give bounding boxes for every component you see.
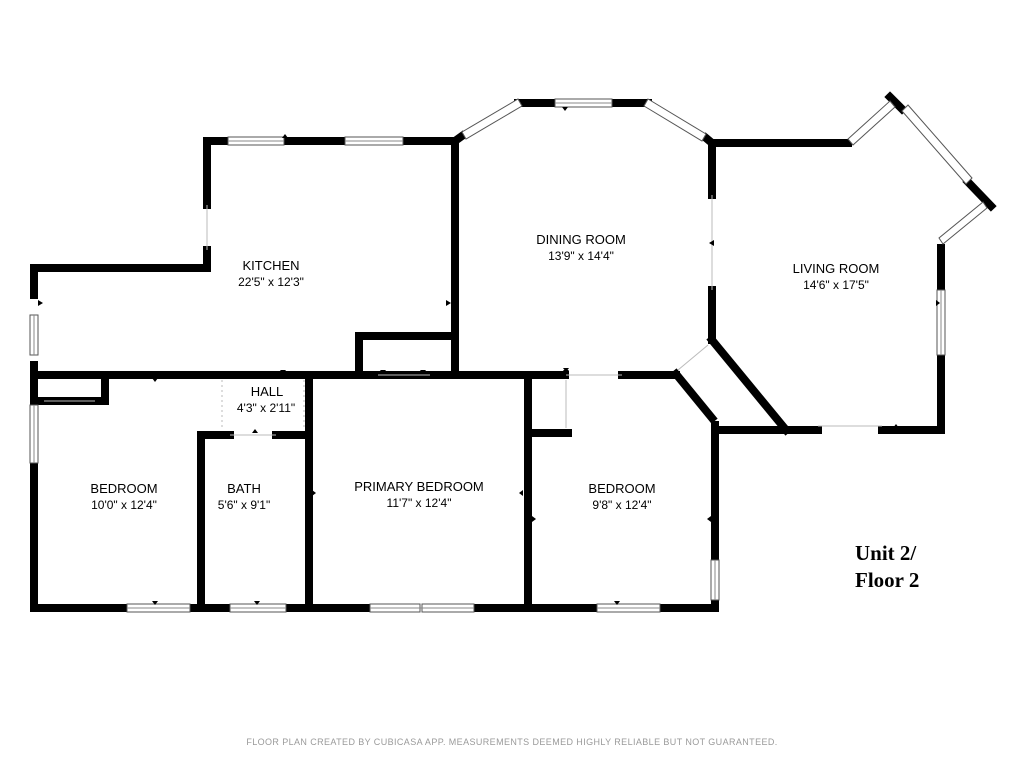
unit-label: Unit 2/ Floor 2	[855, 541, 919, 592]
room-label-living: LIVING ROOM 14'6" x 17'5"	[793, 261, 880, 292]
unit-label-line2: Floor 2	[855, 568, 919, 592]
bath-dims: 5'6" x 9'1"	[218, 498, 270, 512]
room-label-bedroom-left: BEDROOM 10'0" x 12'4"	[90, 481, 157, 512]
windows	[29, 98, 988, 613]
primary-name: PRIMARY BEDROOM	[354, 479, 484, 494]
room-label-bedroom-right: BEDROOM 9'8" x 12'4"	[588, 481, 655, 512]
bedroom-left-dims: 10'0" x 12'4"	[91, 498, 157, 512]
kitchen-name: KITCHEN	[242, 258, 299, 273]
walls	[30, 91, 997, 612]
kitchen-dims: 22'5" x 12'3"	[238, 275, 304, 289]
dining-dims: 13'9" x 14'4"	[548, 249, 614, 263]
bedroom-left-name: BEDROOM	[90, 481, 157, 496]
hall-name: HALL	[251, 384, 284, 399]
room-label-dining: DINING ROOM 13'9" x 14'4"	[536, 232, 626, 263]
room-label-hall: HALL 4'3" x 2'11"	[237, 384, 295, 415]
living-name: LIVING ROOM	[793, 261, 880, 276]
room-label-primary: PRIMARY BEDROOM 11'7" x 12'4"	[354, 479, 484, 510]
hall-dims: 4'3" x 2'11"	[237, 401, 295, 415]
room-label-kitchen: KITCHEN 22'5" x 12'3"	[238, 258, 304, 289]
bedroom-right-name: BEDROOM	[588, 481, 655, 496]
door-markers	[38, 107, 940, 605]
dining-name: DINING ROOM	[536, 232, 626, 247]
room-label-bath: BATH 5'6" x 9'1"	[218, 481, 270, 512]
bedroom-right-dims: 9'8" x 12'4"	[592, 498, 651, 512]
bath-name: BATH	[227, 481, 261, 496]
unit-label-line1: Unit 2/	[855, 541, 917, 565]
footer-disclaimer: FLOOR PLAN CREATED BY CUBICASA APP. MEAS…	[246, 737, 777, 747]
primary-dims: 11'7" x 12'4"	[387, 496, 452, 510]
living-dims: 14'6" x 17'5"	[803, 278, 869, 292]
